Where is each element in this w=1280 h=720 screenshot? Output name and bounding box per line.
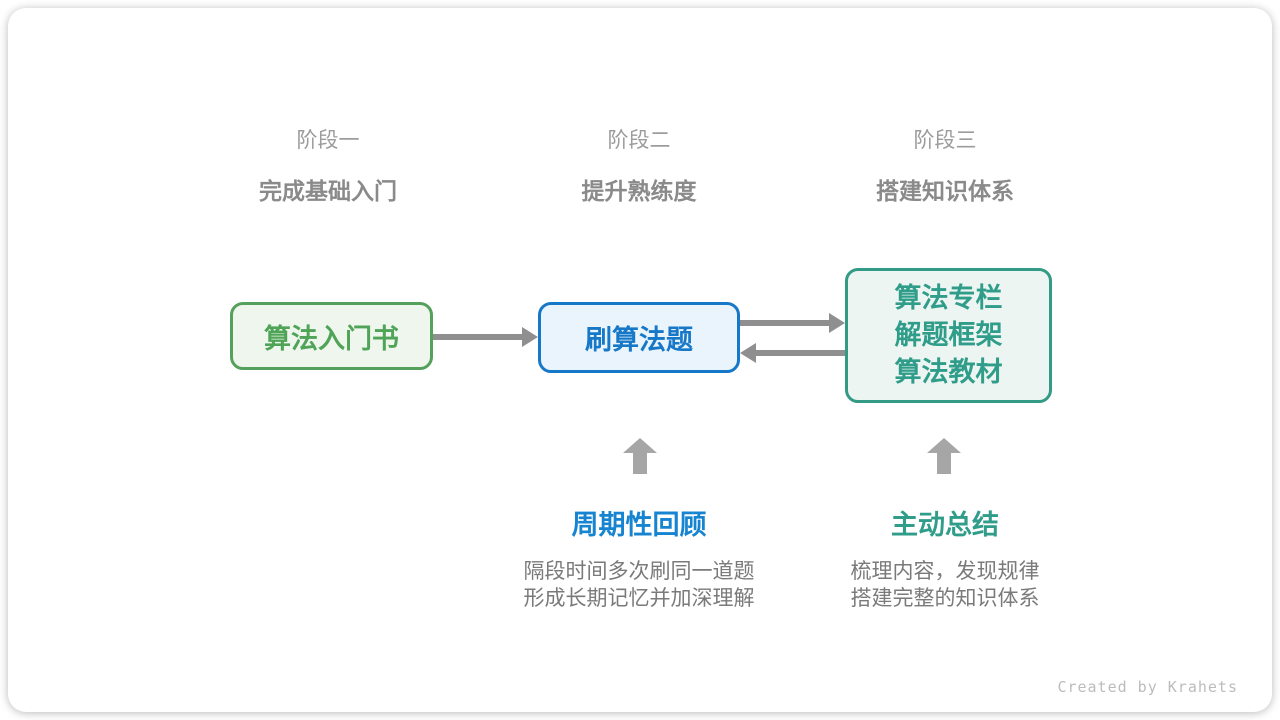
annotation-desc-line: 形成长期记忆并加深理解 bbox=[523, 587, 755, 610]
stage-header-1: 阶段一 完成基础入门 bbox=[168, 128, 488, 205]
stage-2-title: 提升熟练度 bbox=[581, 178, 697, 204]
node-intro-book: 算法入门书 bbox=[230, 302, 433, 370]
stage-header-3: 阶段三 搭建知识体系 bbox=[785, 128, 1105, 205]
stage-header-2: 阶段二 提升熟练度 bbox=[479, 128, 799, 205]
annotation-desc-line: 梳理内容，发现规律 bbox=[850, 560, 1040, 583]
node-knowledge-sources-line-1: 算法专栏 bbox=[894, 283, 1003, 313]
node-knowledge-sources-line-3: 算法教材 bbox=[894, 357, 1003, 387]
annotation-desc-active-summary: 梳理内容，发现规律 搭建完整的知识体系 bbox=[745, 558, 1145, 612]
annotation-heading-active-summary: 主动总结 bbox=[891, 510, 999, 540]
diagram-card: 阶段一 完成基础入门 阶段二 提升熟练度 阶段三 搭建知识体系 算法入门书 刷算… bbox=[8, 8, 1272, 712]
stage-3-label: 阶段三 bbox=[913, 129, 977, 152]
arrow-up-icon bbox=[927, 438, 961, 474]
annotation-heading-periodic-review: 周期性回顾 bbox=[571, 510, 707, 540]
arrow-up-icon bbox=[623, 438, 657, 474]
annotation-desc-line: 搭建完整的知识体系 bbox=[850, 587, 1040, 610]
credit-text: Created by Krahets bbox=[1057, 678, 1238, 696]
node-knowledge-sources-line-2: 解题框架 bbox=[894, 320, 1003, 350]
node-practice-problems-label: 刷算法题 bbox=[585, 325, 693, 355]
arrow-left-icon bbox=[740, 343, 845, 363]
stage-1-label: 阶段一 bbox=[296, 129, 360, 152]
annotation-desc-periodic-review: 隔段时间多次刷同一道题 形成长期记忆并加深理解 bbox=[439, 558, 839, 612]
stage-1-title: 完成基础入门 bbox=[259, 178, 397, 204]
annotation-desc-line: 隔段时间多次刷同一道题 bbox=[523, 560, 755, 583]
node-knowledge-sources: 算法专栏 解题框架 算法教材 bbox=[845, 268, 1052, 403]
node-practice-problems: 刷算法题 bbox=[538, 302, 740, 373]
node-intro-book-label: 算法入门书 bbox=[264, 323, 399, 354]
arrow-right-icon bbox=[433, 327, 538, 347]
stage-3-title: 搭建知识体系 bbox=[876, 178, 1014, 204]
stage-2-label: 阶段二 bbox=[607, 129, 671, 152]
arrow-right-icon bbox=[740, 313, 845, 333]
